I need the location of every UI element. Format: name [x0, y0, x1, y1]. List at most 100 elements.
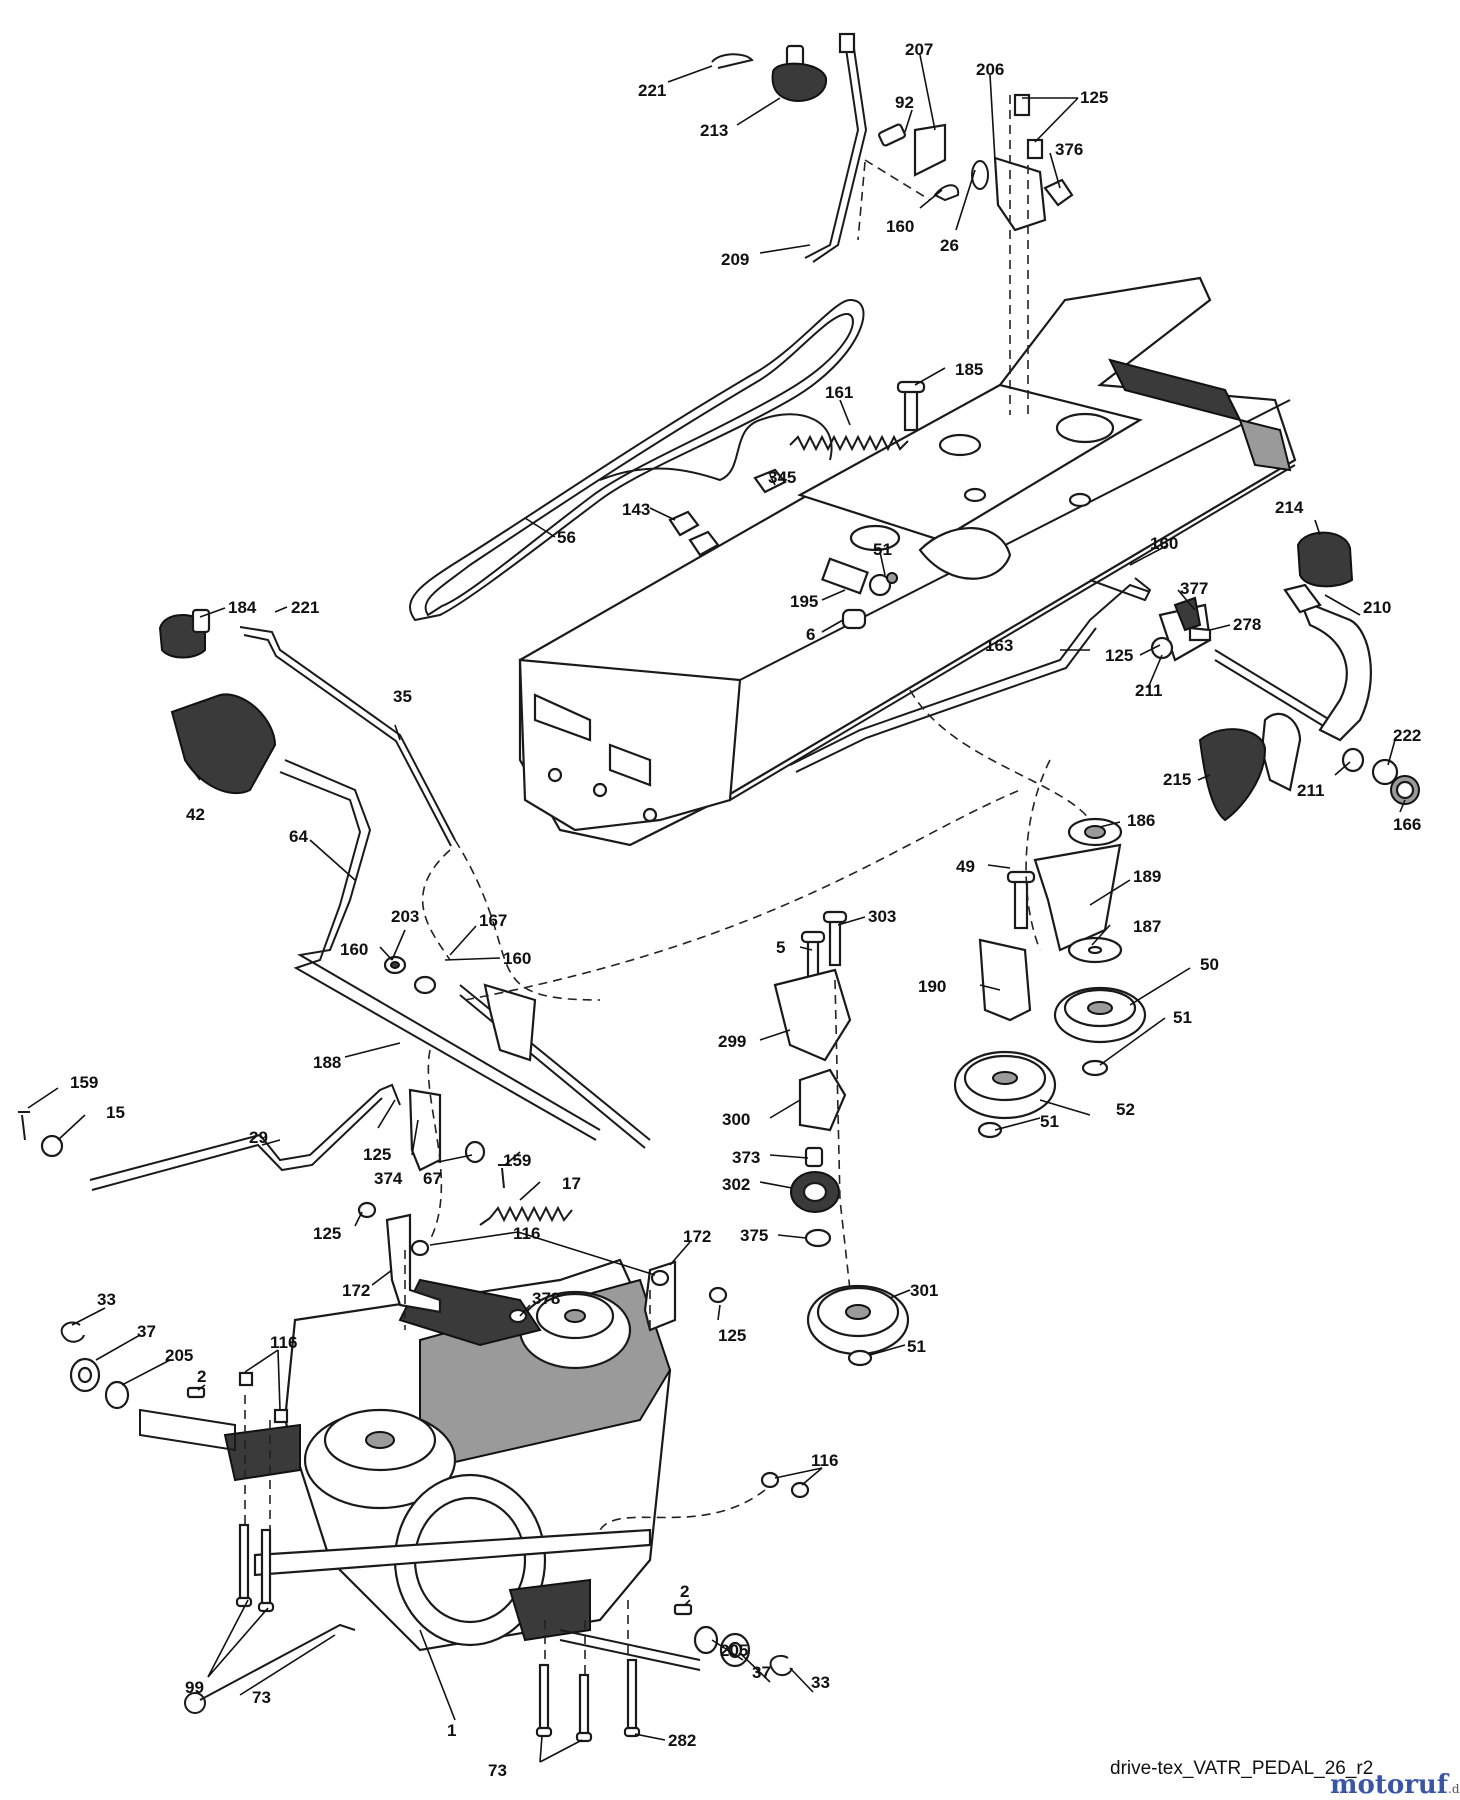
callout-125-left: 125: [363, 1145, 391, 1164]
callout-160-mid: 160: [503, 949, 531, 968]
callout-210: 210: [1363, 598, 1391, 617]
callout-376: 376: [1055, 140, 1083, 159]
diagram-reference-code: drive-tex_VATR_PEDAL_26_r2: [1110, 1758, 1374, 1779]
callout-214: 214: [1275, 498, 1304, 517]
callout-51-upper: 51: [1173, 1008, 1192, 1027]
callout-73-lower: 73: [488, 1761, 507, 1780]
callout-377: 377: [1180, 579, 1208, 598]
watermark-tld: .de: [1448, 1782, 1460, 1796]
right-pedal-assembly: [789, 531, 1420, 822]
leader-lines: [27, 54, 1406, 1763]
callout-203: 203: [391, 907, 419, 926]
callout-189: 189: [1133, 867, 1161, 886]
callout-2-left: 2: [197, 1367, 206, 1386]
drive-belt-56: [409, 298, 865, 622]
callout-213: 213: [700, 121, 728, 140]
callout-125-top: 125: [1080, 88, 1108, 107]
left-pedal-assembly: [18, 608, 651, 1226]
watermark-text: motoruf: [1330, 1770, 1448, 1800]
callout-116-center: 116: [513, 1224, 540, 1243]
callout-184: 184: [228, 598, 257, 617]
watermark-logo: motoruf.de: [1330, 1770, 1460, 1800]
callout-33-right: 33: [811, 1673, 830, 1692]
callout-161: 161: [825, 383, 853, 402]
assembly-guide-lines: [244, 95, 1091, 1675]
callout-221-top: 221: [638, 81, 666, 100]
shift-lever-assembly: [711, 32, 1074, 263]
callout-29: 29: [249, 1128, 268, 1147]
callout-51-lower: 51: [1040, 1112, 1059, 1131]
callout-185: 185: [955, 360, 983, 379]
callout-345: 345: [768, 468, 796, 487]
callout-195: 195: [790, 592, 818, 611]
callout-51-frame: 51: [873, 540, 892, 559]
callout-209: 209: [721, 250, 749, 269]
callout-172-left: 172: [342, 1281, 370, 1300]
callout-67: 67: [423, 1169, 442, 1188]
callout-278: 278: [1233, 615, 1261, 634]
callout-373: 373: [732, 1148, 760, 1167]
callout-99: 99: [185, 1678, 204, 1697]
callout-211-upper: 211: [1135, 681, 1162, 700]
callout-160-right: 160: [1150, 534, 1178, 553]
callout-186: 186: [1127, 811, 1155, 830]
callout-375: 375: [740, 1226, 768, 1245]
callout-302: 302: [722, 1175, 750, 1194]
callout-378: 378: [532, 1289, 560, 1308]
callout-49: 49: [956, 857, 975, 876]
callout-15: 15: [106, 1103, 125, 1122]
callout-282: 282: [668, 1731, 696, 1750]
callout-205-right: 205: [720, 1641, 748, 1660]
callout-6: 6: [806, 625, 815, 644]
callout-73-upper: 73: [252, 1688, 271, 1707]
callout-187: 187: [1133, 917, 1161, 936]
callout-374: 374: [374, 1169, 403, 1188]
callout-35: 35: [393, 687, 412, 706]
callout-300: 300: [722, 1110, 750, 1129]
callout-64: 64: [289, 827, 308, 846]
callout-206: 206: [976, 60, 1004, 79]
transaxle-assembly: [139, 1258, 701, 1671]
callout-172-right: 172: [683, 1227, 711, 1246]
mounting-bolts: [184, 1523, 641, 1743]
idler-pulley-assembly: [953, 817, 1147, 1139]
callout-125-right: 125: [1105, 646, 1133, 665]
callout-33-left: 33: [97, 1290, 116, 1309]
callout-160-left: 160: [340, 940, 368, 959]
tractor-frame: [518, 276, 1297, 847]
callout-52: 52: [1116, 1100, 1135, 1119]
callout-221-left: 221: [291, 598, 319, 617]
callout-125-lower: 125: [313, 1224, 341, 1243]
callout-26: 26: [940, 236, 959, 255]
callout-1: 1: [447, 1721, 456, 1740]
callout-42: 42: [186, 805, 205, 824]
callout-92: 92: [895, 93, 914, 112]
callout-17: 17: [562, 1174, 581, 1193]
callout-numbers: 221 213 209 207 92 206 125 376 160 26 18…: [70, 40, 1421, 1780]
callout-215: 215: [1163, 770, 1191, 789]
callout-116-left: 116: [270, 1333, 297, 1352]
callout-190: 190: [918, 977, 946, 996]
callout-37-right: 37: [752, 1663, 771, 1682]
callout-50: 50: [1200, 955, 1219, 974]
callout-167: 167: [479, 911, 507, 930]
callout-125-bracket: 125: [718, 1326, 746, 1345]
callout-163: 163: [985, 636, 1013, 655]
center-bracket-assembly: [773, 910, 910, 1367]
callout-56: 56: [557, 528, 576, 547]
callout-5: 5: [776, 938, 785, 957]
callout-160-top: 160: [886, 217, 914, 236]
transaxle-brackets: [357, 1201, 728, 1332]
callout-301: 301: [910, 1281, 938, 1300]
callout-51-bottom: 51: [907, 1337, 926, 1356]
callout-222: 222: [1393, 726, 1421, 745]
callout-211-lower: 211: [1297, 781, 1324, 800]
callout-207: 207: [905, 40, 933, 59]
callout-159-mid: 159: [503, 1151, 531, 1170]
callout-205-left: 205: [165, 1346, 193, 1365]
axle-hardware: [60, 1321, 810, 1676]
callout-166: 166: [1393, 815, 1421, 834]
callout-299: 299: [718, 1032, 746, 1051]
callout-303: 303: [868, 907, 896, 926]
